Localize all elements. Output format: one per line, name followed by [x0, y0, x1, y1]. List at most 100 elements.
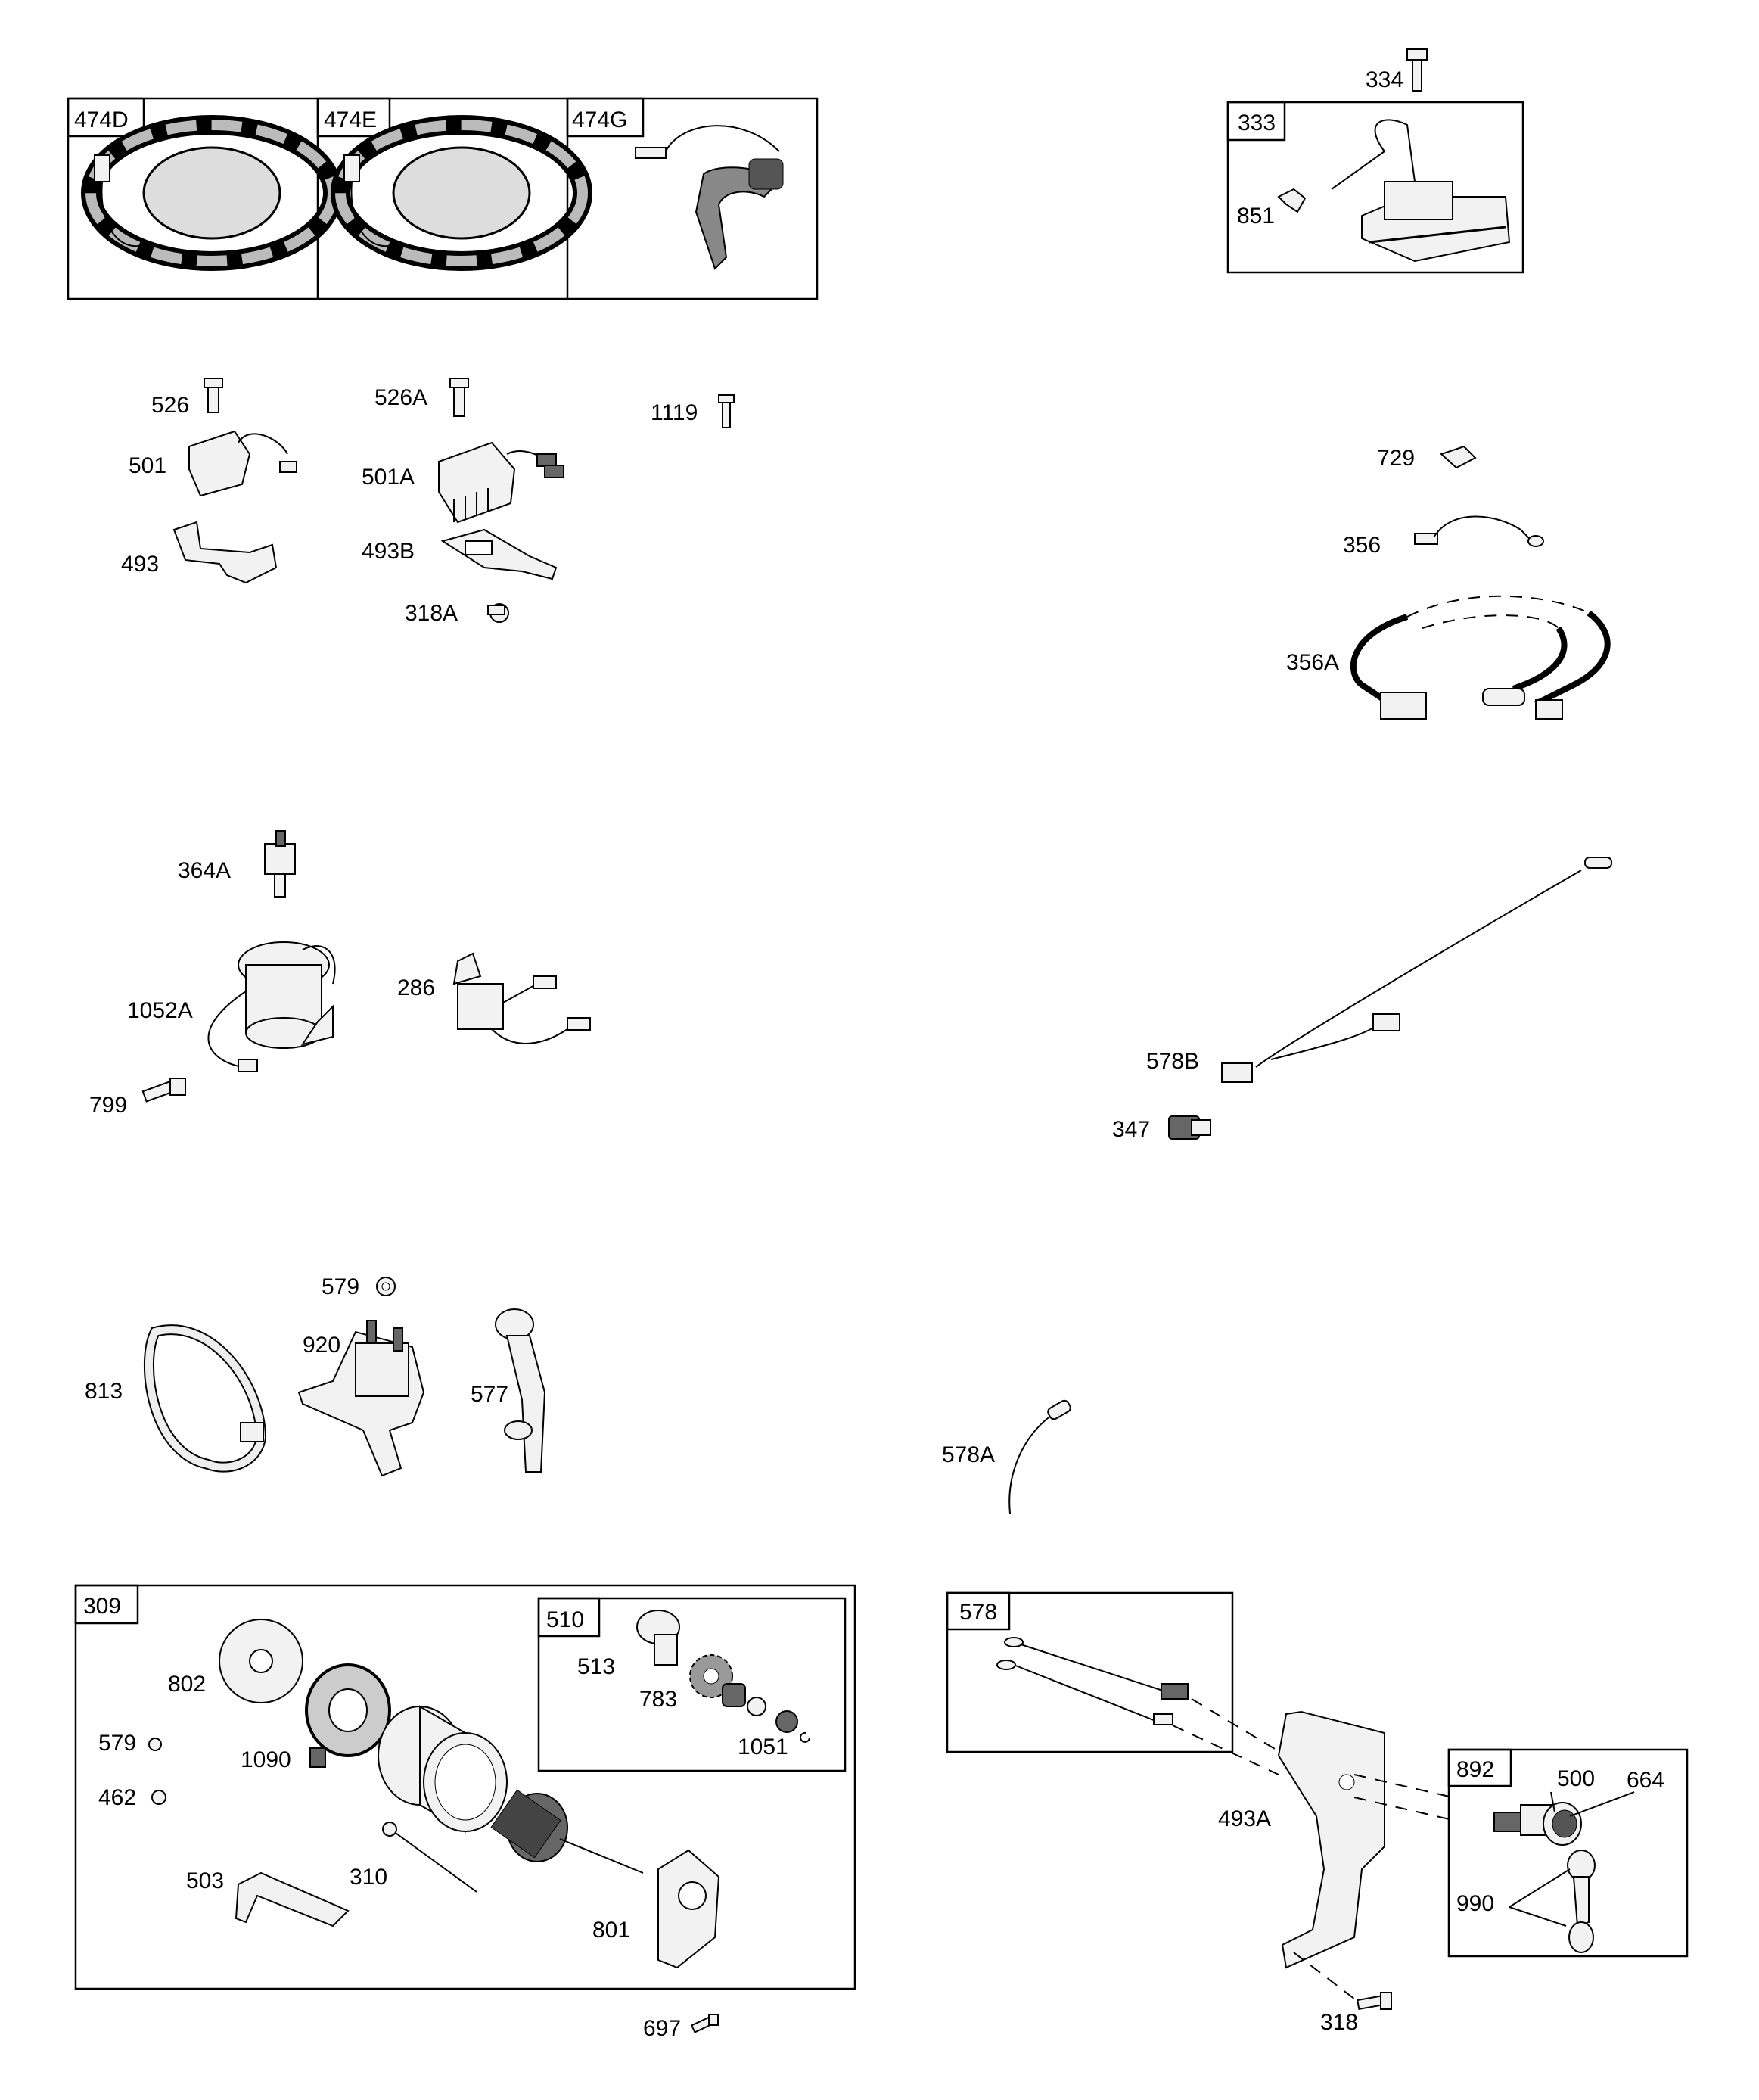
callout-990: 990	[1456, 1891, 1494, 1916]
wire-356-part	[1414, 515, 1544, 547]
callout-318: 318	[1320, 2010, 1358, 2035]
harness-578B-part	[1221, 857, 1612, 1083]
coil-333-part	[1277, 119, 1511, 263]
regulator-501A-part	[438, 441, 564, 524]
callout-579-upper: 579	[322, 1274, 359, 1299]
callout-493A: 493A	[1218, 1806, 1271, 1831]
ignition-coil-group: 334 333 851	[1226, 48, 1524, 274]
callout-513: 513	[577, 1654, 615, 1679]
callout-579-lower: 579	[98, 1731, 136, 1756]
callout-729: 729	[1377, 446, 1415, 471]
screw-334-part	[1406, 48, 1428, 92]
callout-474E: 474E	[324, 107, 377, 132]
callout-799: 799	[89, 1093, 127, 1118]
housing-part	[378, 1705, 508, 1833]
callout-1090: 1090	[241, 1747, 291, 1772]
tool-503-part	[235, 1871, 350, 1927]
stator-474E-part	[331, 115, 592, 271]
wire-578A-part	[1008, 1399, 1071, 1514]
coil-474G-part	[635, 125, 784, 270]
solenoid-group: 364A 1052A 286 799	[89, 830, 591, 1118]
panel-493A-part	[1277, 1710, 1385, 1969]
bolt-310-part	[382, 1822, 477, 1893]
callout-474G: 474G	[572, 107, 627, 132]
callout-309: 309	[83, 1594, 121, 1619]
nut-579-lower-part	[148, 1738, 162, 1751]
callout-347: 347	[1112, 1117, 1150, 1142]
callout-286: 286	[397, 975, 435, 1000]
callout-364A: 364A	[178, 858, 231, 883]
callout-318A: 318A	[405, 601, 458, 626]
screw-526-part	[204, 378, 223, 413]
screw-697-part	[690, 2014, 719, 2033]
callout-578: 578	[959, 1600, 997, 1625]
bolt-799-part	[141, 1078, 186, 1103]
callout-462: 462	[98, 1785, 136, 1810]
callout-697: 697	[643, 2016, 681, 2041]
callout-851: 851	[1237, 204, 1275, 229]
rectifier-286-part	[452, 952, 591, 1044]
callout-310: 310	[350, 1865, 387, 1890]
callout-577: 577	[471, 1382, 508, 1407]
starter-309-frame	[74, 1584, 856, 1990]
washer-462-part	[151, 1790, 166, 1805]
harness-578-part	[996, 1637, 1189, 1725]
starter-mount-group: 579 920 813 577	[85, 1274, 546, 1477]
bracket-493B-part	[440, 528, 558, 580]
callout-501A: 501A	[362, 465, 415, 490]
key-switch-892-part	[1493, 1791, 1635, 1953]
screw-1119-part	[718, 394, 735, 428]
regulator-501-part	[188, 430, 297, 497]
clip-729-part	[1440, 445, 1477, 469]
callout-510: 510	[546, 1607, 584, 1632]
callout-334: 334	[1366, 67, 1403, 92]
starter-group: 309 510 513 783 1051 802 579 462 1090	[74, 1584, 856, 2041]
callout-920: 920	[303, 1333, 340, 1358]
callout-501: 501	[129, 453, 166, 478]
armature-part	[490, 1789, 644, 1874]
callout-474D: 474D	[74, 107, 129, 132]
brush-1090-part	[305, 1663, 391, 1768]
screw-318A-part	[487, 603, 509, 623]
plate-802-part	[219, 1619, 303, 1703]
switch-364A-part	[264, 830, 296, 898]
callout-578A: 578A	[942, 1442, 995, 1467]
callout-356: 356	[1343, 533, 1381, 558]
callout-503: 503	[186, 1868, 224, 1893]
callout-1052A: 1052A	[127, 998, 193, 1023]
strap-813-part	[143, 1324, 267, 1473]
solenoid-1052A-part	[207, 941, 336, 1072]
screw-318-part	[1293, 1952, 1392, 2011]
bracket-493-part	[172, 521, 278, 584]
callout-493B: 493B	[362, 539, 415, 564]
callout-500: 500	[1557, 1766, 1595, 1791]
callout-783: 783	[639, 1687, 677, 1712]
stator-474D-part	[81, 115, 343, 271]
callout-892: 892	[1456, 1757, 1494, 1782]
endcap-801-part	[657, 1849, 720, 1969]
key-switch-group: 578 493A 318 892 500 664 990	[946, 1591, 1689, 2035]
stator-group: 474D 474E 474G	[67, 97, 819, 300]
callout-801: 801	[592, 1918, 630, 1943]
key-switch-892-frame	[1447, 1748, 1689, 1958]
screw-526A-part	[449, 378, 469, 417]
callout-802: 802	[168, 1672, 206, 1697]
wire-group-upper: 729 356 356A	[1286, 445, 1611, 720]
boot-577-part	[495, 1308, 546, 1473]
solenoid-920-part	[297, 1320, 425, 1477]
switch-347-part	[1168, 1115, 1211, 1140]
harness-578-frame	[946, 1591, 1234, 1753]
callout-813: 813	[85, 1379, 123, 1404]
callout-664: 664	[1627, 1768, 1664, 1793]
wire-578A-group: 578A	[942, 1399, 1071, 1514]
harness-356A-part	[1350, 595, 1611, 720]
coil-333-frame	[1226, 101, 1524, 274]
callout-1051: 1051	[738, 1734, 788, 1759]
nut-579-upper-part	[376, 1277, 396, 1296]
callout-526: 526	[151, 393, 189, 418]
callout-356A: 356A	[1286, 650, 1339, 675]
callout-493: 493	[121, 552, 159, 577]
stator-group-frame	[67, 97, 819, 300]
harness-578B-group: 578B 347	[1112, 857, 1612, 1142]
callout-578B: 578B	[1146, 1049, 1199, 1074]
